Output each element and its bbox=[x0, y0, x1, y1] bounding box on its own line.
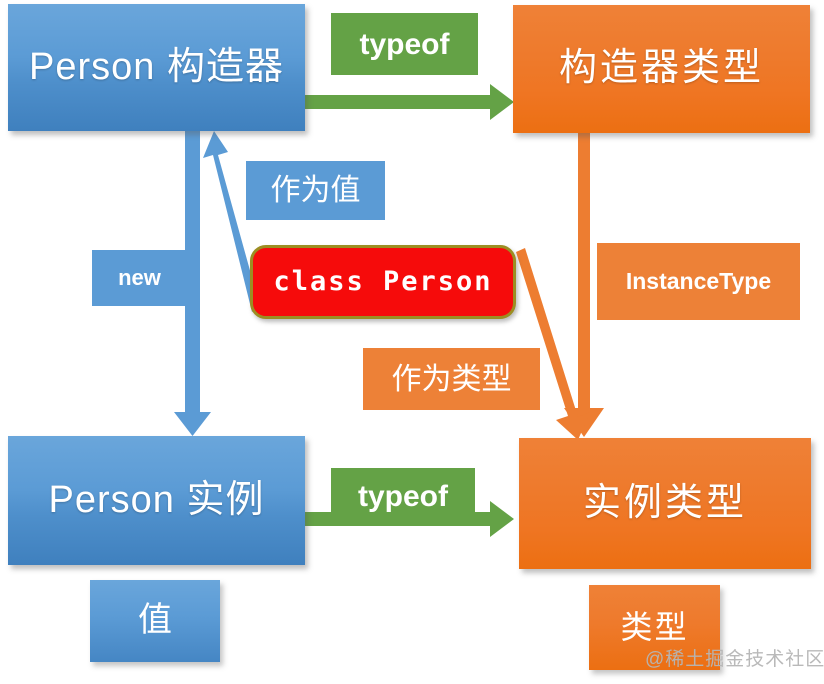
node-class-person[interactable]: class Person bbox=[250, 245, 516, 319]
watermark: @稀土掘金技术社区 bbox=[645, 649, 824, 670]
node-person-instance[interactable]: Person 实例 bbox=[8, 436, 305, 565]
label-instance-type: InstanceType bbox=[597, 243, 800, 320]
label-typeof-bottom: typeof bbox=[331, 468, 475, 524]
label-as-value: 作为值 bbox=[246, 161, 385, 220]
node-person-constructor[interactable]: Person 构造器 bbox=[8, 4, 305, 131]
arrow-typeof-top bbox=[303, 84, 514, 120]
node-value[interactable]: 值 bbox=[90, 580, 220, 662]
label-as-type: 作为类型 bbox=[363, 348, 540, 410]
arrow-as-type bbox=[516, 248, 590, 440]
label-new: new bbox=[92, 250, 187, 306]
node-constructor-type[interactable]: 构造器类型 bbox=[513, 5, 810, 133]
label-typeof-top: typeof bbox=[331, 13, 478, 75]
node-instance-type[interactable]: 实例类型 bbox=[519, 438, 811, 569]
node-type[interactable]: 类型 bbox=[589, 585, 720, 670]
